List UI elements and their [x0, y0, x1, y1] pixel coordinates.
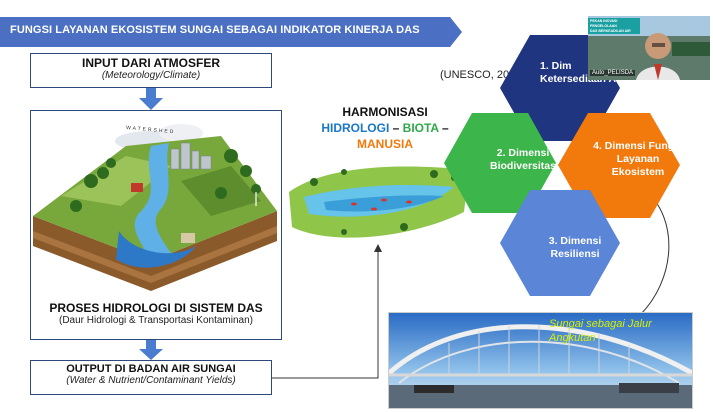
bridge-caption-line2: Angkutan	[549, 332, 596, 344]
video-banner-text: PEKAN INOVASI PENGELOLAAN DAS BERKEADILA…	[590, 19, 642, 34]
video-banner-line1: PEKAN INOVASI PENGELOLAAN	[590, 19, 618, 28]
process-box-subtitle: (Daur Hidrologi & Transportasi Kontamina…	[59, 315, 253, 326]
video-tile[interactable]: PEKAN INOVASI PENGELOLAAN DAS BERKEADILA…	[588, 16, 710, 80]
harmonisasi-dash: –	[438, 121, 449, 135]
harmonisasi-manusia: MANUSIA	[357, 137, 413, 151]
harmonisasi-line2: HIDROLOGI – BIOTA –	[300, 120, 470, 136]
process-box: WATERSHED PROSES HIDROLOGI DI SISTEM DAS…	[30, 110, 282, 340]
process-box-title: PROSES HIDROLOGI DI SISTEM DAS	[49, 301, 263, 315]
output-box-title: OUTPUT DI BADAN AIR SUNGAI	[66, 363, 236, 375]
participant-name-tag: Auto_PELISDA	[590, 70, 636, 76]
source-citation: (UNESCO, 2017)	[440, 69, 525, 81]
harmonisasi-line1: HARMONISASI	[342, 105, 428, 119]
watershed-illustration: WATERSHED	[31, 111, 279, 297]
harmonisasi-hidrologi: HIDROLOGI	[321, 121, 390, 135]
title-banner	[0, 17, 462, 47]
hexagon-label-3: 3. Dimensi Resiliensi	[548, 235, 602, 260]
river-ecosystem-illustration	[289, 166, 469, 238]
hexagon-diagram	[444, 35, 680, 296]
output-box: OUTPUT DI BADAN AIR SUNGAI (Water & Nutr…	[30, 360, 272, 395]
slide-title: FUNGSI LAYANAN EKOSISTEM SUNGAI SEBAGAI …	[10, 24, 420, 36]
bridge-image	[389, 313, 692, 408]
down-arrow-icon	[139, 88, 163, 110]
harmonisasi-dash: –	[389, 121, 403, 135]
output-box-subtitle: (Water & Nutrient/Contaminant Yields)	[66, 375, 236, 386]
watershed-label: WATERSHED	[126, 125, 176, 135]
input-box-title: INPUT DARI ATMOSFER	[82, 56, 220, 70]
hexagon-biodiversitas	[444, 113, 556, 213]
input-box: INPUT DARI ATMOSFER (Meteorology/Climate…	[30, 53, 272, 88]
down-arrow-icon	[139, 340, 163, 360]
harmonisasi-biota: BIOTA	[402, 121, 439, 135]
hexagon-resiliensi	[500, 190, 620, 296]
bridge-caption: Sungai sebagai Jalur Angkutan	[549, 317, 652, 345]
hexagon-label-2: 2. Dimensi Biodiversitas	[490, 147, 556, 172]
harmonisasi-heading: HARMONISASI HIDROLOGI – BIOTA – MANUSIA	[300, 104, 470, 152]
input-box-subtitle: (Meteorology/Climate)	[101, 70, 201, 81]
hexagon-label-4: 4. Dimensi Fungsi Layanan Ekosistem	[593, 140, 683, 178]
video-banner-line2: DAS BERKEADILAN AIR	[590, 29, 631, 33]
bridge-photo: Sungai sebagai Jalur Angkutan	[388, 312, 693, 409]
bridge-caption-line1: Sungai sebagai Jalur	[549, 318, 652, 330]
